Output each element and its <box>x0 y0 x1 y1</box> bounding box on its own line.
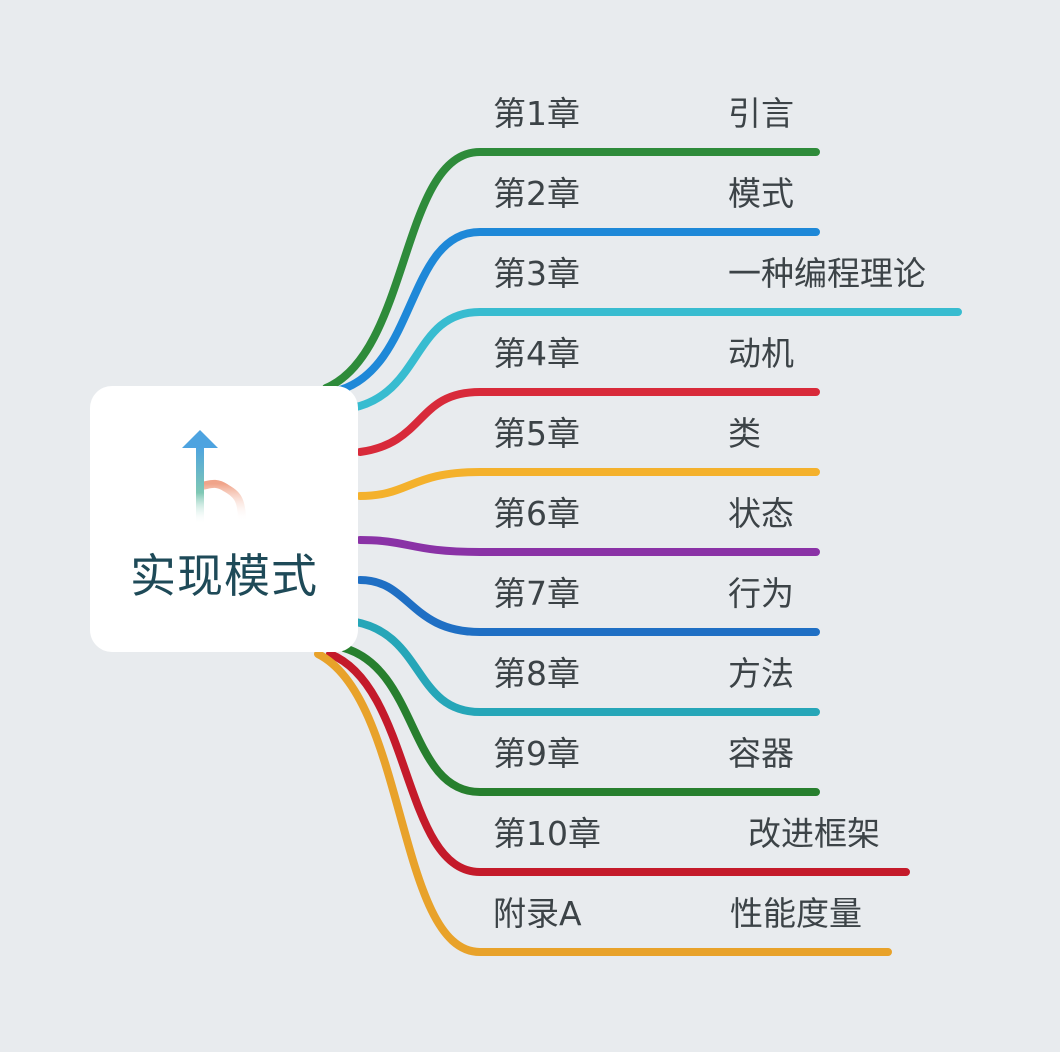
branch-label-10[interactable]: 第10章 <box>493 814 601 853</box>
branch-label-4[interactable]: 第4章 <box>493 334 580 373</box>
branch-topic-11[interactable]: 性能度量 <box>730 894 862 933</box>
branch-line-10 <box>326 650 910 876</box>
branch-topic-8[interactable]: 方法 <box>728 654 794 693</box>
branch-topic-10[interactable]: 改进框架 <box>748 814 880 853</box>
root-title: 实现模式 <box>130 549 318 603</box>
branch-line-5 <box>356 468 820 500</box>
branch-label-1[interactable]: 第1章 <box>493 94 580 133</box>
branch-line-9 <box>340 644 820 796</box>
branch-topic-5[interactable]: 类 <box>728 414 761 453</box>
branch-label-8[interactable]: 第8章 <box>493 654 580 693</box>
branch-topic-9[interactable]: 容器 <box>728 734 794 773</box>
branch-line-2 <box>336 228 820 394</box>
branch-topic-1[interactable]: 引言 <box>728 94 794 133</box>
branch-topic-7[interactable]: 行为 <box>728 574 794 613</box>
branch-topic-6[interactable]: 状态 <box>728 494 794 533</box>
branching-arrow-icon <box>182 430 246 525</box>
branch-line-4 <box>356 388 820 456</box>
branch-label-5[interactable]: 第5章 <box>493 414 580 453</box>
branch-label-7[interactable]: 第7章 <box>493 574 580 613</box>
branch-label-9[interactable]: 第9章 <box>493 734 580 773</box>
branch-line-3 <box>348 308 962 412</box>
branch-label-11[interactable]: 附录A <box>493 894 582 933</box>
branch-topic-3[interactable]: 一种编程理论 <box>728 254 926 293</box>
branch-label-3[interactable]: 第3章 <box>493 254 580 293</box>
branch-line-6 <box>356 536 820 556</box>
branch-line-8 <box>352 618 820 716</box>
root-node[interactable]: 实现模式 <box>90 386 358 652</box>
branch-label-2[interactable]: 第2章 <box>493 174 580 213</box>
branch-topic-2[interactable]: 模式 <box>728 174 794 213</box>
branch-line-7 <box>356 576 820 636</box>
branch-topic-4[interactable]: 动机 <box>728 334 794 373</box>
branch-line-11 <box>314 650 892 956</box>
branch-line-1 <box>322 148 820 392</box>
branch-label-6[interactable]: 第6章 <box>493 494 580 533</box>
